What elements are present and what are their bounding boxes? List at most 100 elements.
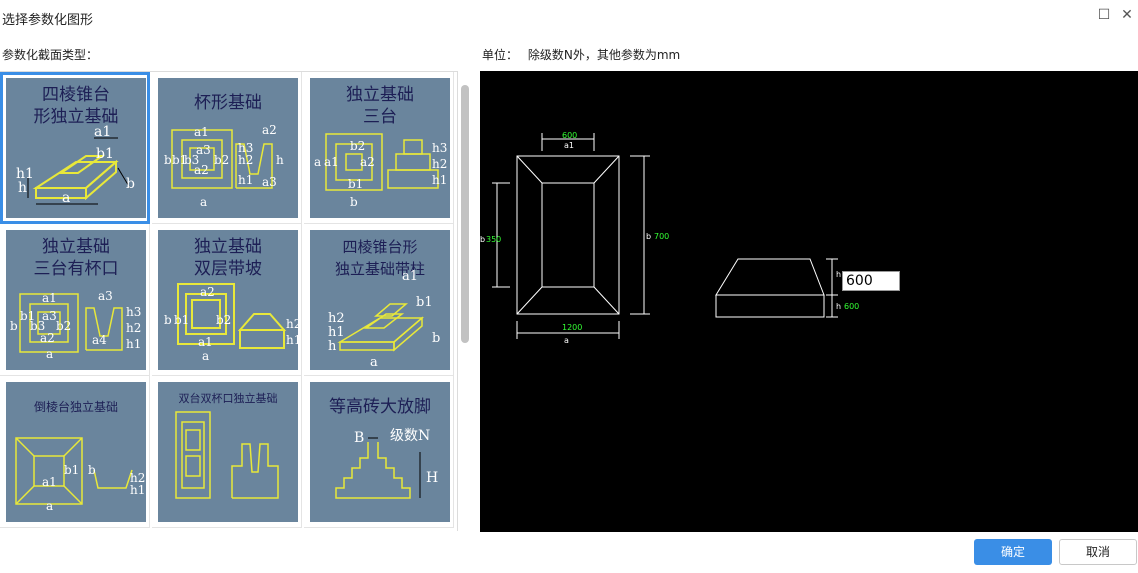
svg-text:b2: b2	[350, 139, 365, 153]
svg-text:b3: b3	[30, 319, 45, 333]
svg-text:a3: a3	[262, 175, 277, 189]
thumb-image: 独立基础 三台 b2 a2 a1 a b1 b h3 h2 h1	[310, 78, 450, 218]
thumb-title: 四棱锥台 形独立基础	[33, 85, 119, 127]
svg-text:b3: b3	[184, 153, 199, 167]
ok-button[interactable]: 确定	[974, 539, 1052, 565]
inverted-frustum-diagram: b1 b a1 a h2 h1	[15, 437, 145, 513]
svg-text:a2: a2	[262, 123, 277, 137]
section-type-label: 参数化截面类型：	[2, 48, 99, 62]
svg-text:h1: h1	[130, 483, 145, 497]
thumb-title: 杯形基础	[194, 93, 262, 113]
thumb-title: 倒棱台独立基础	[33, 400, 118, 414]
thumb-three-step-with-cup[interactable]: 独立基础 三台有杯口 a1 a3 b1 a3 b b3 b2 a2 a	[0, 224, 150, 376]
thumb-image: 倒棱台独立基础 b1 b a1 a h2 h1	[6, 382, 146, 522]
thumb-brick-footing[interactable]: 等高砖大放脚 B 级数N H	[304, 376, 454, 528]
svg-text:a2: a2	[200, 285, 215, 299]
thumb-double-step-double-cup[interactable]: 双台双杯口独立基础	[152, 376, 302, 528]
label-a: a	[62, 190, 70, 206]
svg-text:b1: b1	[20, 309, 35, 323]
svg-text:b: b	[10, 319, 18, 333]
svg-text:b: b	[350, 195, 358, 209]
svg-text:b2: b2	[216, 313, 231, 327]
svg-text:级数N: 级数N	[390, 428, 430, 444]
unit-label-text: 除级数N外，其他参数为mm	[527, 48, 681, 62]
frustum-diagram: a1 b1 h1 h a b	[16, 124, 135, 206]
cup-diagram: a1 b b1 b3 a3 a2 b2 h3 h2 h1 a2 h a3 a	[164, 123, 284, 209]
thumb-inverted-frustum[interactable]: 倒棱台独立基础 b1 b a1 a h2 h1	[0, 376, 150, 528]
thumb-cup-foundation[interactable]: 杯形基础 a1 b b1 b3 a3 a2 b2 h3 h2 h1	[152, 72, 302, 224]
thumb-frustum-with-column[interactable]: 四棱锥台形 独立基础带柱 a1 b1 h2 h1 h a b	[304, 224, 454, 376]
unit-label: 单位： 除级数N外，其他参数为mm	[482, 46, 680, 63]
thumb-image: 四棱锥台 形独立基础 a1 b1 h1 h a b	[6, 78, 146, 218]
svg-text:b2: b2	[214, 153, 229, 167]
thumb-title: 等高砖大放脚	[329, 397, 431, 417]
bottom-dim-name: a	[564, 336, 569, 345]
svg-text:a1: a1	[324, 155, 339, 169]
svg-text:a3: a3	[42, 309, 57, 323]
svg-text:b2: b2	[56, 319, 71, 333]
preview-drawing: 600 a1 b 350 b 700 1200 a h1 h 600	[480, 131, 859, 345]
label-b1: b1	[96, 146, 114, 162]
svg-text:a1: a1	[42, 291, 57, 305]
svg-text:a: a	[370, 355, 378, 370]
label-b: b	[126, 176, 135, 192]
svg-text:a4: a4	[92, 333, 107, 347]
thumb-title: 独立基础 三台有杯口	[33, 237, 119, 279]
gallery-scrollbar[interactable]	[461, 85, 469, 343]
svg-text:h1: h1	[286, 333, 298, 347]
dialog-title: 选择参数化图形	[2, 13, 94, 28]
svg-text:h3: h3	[432, 141, 447, 155]
thumb-four-prism-frustum[interactable]: 四棱锥台 形独立基础 a1 b1 h1 h a b	[0, 72, 150, 224]
thumb-image: 杯形基础 a1 b b1 b3 a3 a2 b2 h3 h2 h1	[158, 78, 298, 218]
svg-text:a1: a1	[42, 475, 57, 489]
svg-text:b1: b1	[416, 295, 433, 310]
svg-text:b: b	[432, 331, 440, 346]
svg-text:a3: a3	[196, 143, 211, 157]
thumb-image: 等高砖大放脚 B 级数N H	[310, 382, 450, 522]
svg-text:h2: h2	[238, 153, 253, 167]
three-step-diagram: b2 a2 a1 a b1 b h3 h2 h1	[314, 133, 447, 209]
svg-text:b1: b1	[348, 177, 363, 191]
frustum-column-diagram: a1 b1 h2 h1 h a b	[328, 269, 440, 370]
preview-canvas: 600 a1 b 350 b 700 1200 a h1 h 600	[480, 71, 1138, 532]
maximize-icon[interactable]: ☐	[1097, 7, 1111, 23]
thumb-double-layer-slope[interactable]: 独立基础 双层带坡 a2 b1 b b2 a1 a h2 h1	[152, 224, 302, 376]
h1-value-input[interactable]	[842, 271, 900, 291]
double-layer-diagram: a2 b1 b b2 a1 a h2 h1	[164, 283, 298, 363]
label-a1: a1	[94, 124, 111, 140]
svg-text:h: h	[276, 153, 284, 167]
three-step-cup-diagram: a1 a3 b1 a3 b b3 b2 a2 a a4 h3 h2 h1	[10, 289, 141, 361]
unit-label-prefix: 单位：	[482, 48, 519, 62]
svg-text:a3: a3	[98, 289, 113, 303]
cancel-button[interactable]: 取消	[1059, 539, 1137, 565]
svg-text:B: B	[354, 430, 364, 446]
svg-text:H: H	[426, 470, 438, 486]
svg-text:h1: h1	[126, 337, 141, 351]
thumb-image: 双台双杯口独立基础	[158, 382, 298, 522]
svg-text:a2: a2	[360, 155, 375, 169]
side-h-value: 600	[844, 302, 859, 311]
thumb-image: 独立基础 三台有杯口 a1 a3 b1 a3 b b3 b2 a2 a	[6, 230, 146, 370]
double-cup-diagram	[175, 411, 279, 499]
svg-text:a: a	[314, 155, 321, 169]
svg-text:b1: b1	[172, 153, 187, 167]
svg-text:a: a	[46, 499, 53, 513]
svg-text:a: a	[202, 349, 209, 363]
svg-text:a1: a1	[198, 335, 213, 349]
thumb-title: 四棱锥台形 独立基础带柱	[334, 238, 425, 278]
svg-text:h: h	[328, 339, 337, 354]
svg-text:h1: h1	[432, 173, 447, 187]
svg-text:h1: h1	[328, 325, 345, 340]
right-dim-name: b	[646, 232, 651, 241]
svg-text:h2: h2	[126, 321, 141, 335]
svg-text:b: b	[88, 463, 96, 477]
side-h-name: h	[836, 302, 841, 311]
svg-text:b1: b1	[64, 463, 79, 477]
thumb-image: 四棱锥台形 独立基础带柱 a1 b1 h2 h1 h a b	[310, 230, 450, 370]
svg-text:h2: h2	[328, 311, 345, 326]
brick-footing-diagram: B 级数N H	[335, 428, 438, 499]
thumb-three-step-foundation[interactable]: 独立基础 三台 b2 a2 a1 a b1 b h3 h2 h1	[304, 72, 454, 224]
thumb-title: 双台双杯口独立基础	[178, 392, 278, 405]
svg-text:a: a	[200, 195, 207, 209]
close-icon[interactable]: ✕	[1121, 7, 1133, 23]
